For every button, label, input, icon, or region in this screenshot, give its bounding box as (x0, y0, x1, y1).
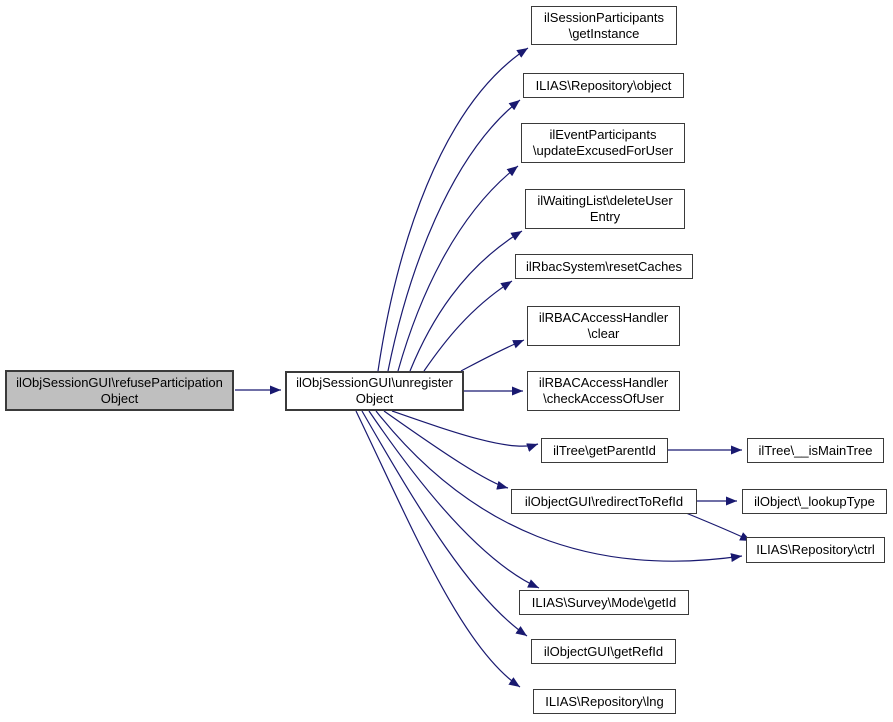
edge-unregister-to-survey-get-id (368, 410, 540, 589)
node-label: ilRBACAccessHandler (538, 375, 669, 390)
node-label: ilTree\getParentId (553, 442, 656, 458)
edge-unregister-to-update-excused (397, 165, 519, 372)
edge-unregister-to-redirect (383, 410, 509, 490)
node-update-excused-for-user[interactable]: ilEventParticipants \updateExcusedForUse… (521, 123, 685, 163)
node-lookup-type[interactable]: ilObject\_lookupType (742, 489, 887, 514)
node-repository-ctrl[interactable]: ILIAS\Repository\ctrl (746, 537, 885, 563)
node-session-participants-get-instance[interactable]: ilSessionParticipants \getInstance (531, 6, 677, 45)
edge-unregister-to-get-parent-id (391, 410, 539, 452)
node-label: \updateExcusedForUser (532, 143, 674, 158)
node-label: ilRBACAccessHandler (538, 310, 669, 325)
node-get-parent-id[interactable]: ilTree\getParentId (541, 438, 668, 463)
edge-unregister-to-repository-ctrl (375, 410, 743, 563)
node-label: ilObject\_lookupType (754, 493, 875, 509)
node-rbac-access-handler-clear[interactable]: ilRBACAccessHandler \clear (527, 306, 680, 346)
node-label: ilEventParticipants (549, 127, 657, 142)
node-label: Object (100, 390, 139, 406)
edge-unregister-to-repository-object (387, 99, 521, 372)
node-get-ref-id[interactable]: ilObjectGUI\getRefId (531, 639, 676, 664)
node-delete-user-entry[interactable]: ilWaitingList\deleteUser Entry (525, 189, 685, 229)
node-refuse-participation-object: ilObjSessionGUI\refuseParticipation Obje… (5, 370, 234, 411)
node-label: ILIAS\Repository\object (535, 77, 672, 93)
node-label: \clear (587, 326, 620, 341)
node-label: ilObjectGUI\redirectToRefId (524, 493, 684, 509)
edge-unregister-to-get-instance (377, 47, 529, 372)
node-label: ilSessionParticipants (544, 9, 664, 25)
node-label: ilWaitingList\deleteUser (537, 193, 673, 208)
edge-unregister-to-repository-lng (355, 410, 521, 688)
node-label: ilTree\__isMainTree (758, 442, 873, 458)
node-survey-mode-get-id[interactable]: ILIAS\Survey\Mode\getId (519, 590, 689, 615)
node-repository-lng[interactable]: ILIAS\Repository\lng (533, 689, 676, 714)
node-reset-caches[interactable]: ilRbacSystem\resetCaches (515, 254, 693, 279)
node-label: \getInstance (568, 25, 640, 41)
node-is-main-tree[interactable]: ilTree\__isMainTree (747, 438, 884, 463)
node-redirect-to-ref-id[interactable]: ilObjectGUI\redirectToRefId (511, 489, 697, 514)
node-label: ilObjSessionGUI\unregister (296, 375, 453, 390)
node-repository-object[interactable]: ILIAS\Repository\object (523, 73, 684, 98)
edge-unregister-to-reset-caches (423, 280, 513, 372)
edge-unregister-to-rbac-clear (460, 339, 525, 372)
node-label: Object (355, 391, 394, 406)
node-label: \checkAccessOfUser (543, 391, 664, 406)
node-label: ilRbacSystem\resetCaches (525, 258, 683, 274)
node-label: Entry (589, 209, 621, 224)
node-label: ILIAS\Repository\lng (545, 693, 664, 709)
edge-redirect-to-repository-ctrl (685, 512, 752, 542)
edge-unregister-to-delete-user-entry (409, 230, 523, 372)
edge-unregister-to-get-ref-id (361, 410, 528, 637)
node-unregister-object[interactable]: ilObjSessionGUI\unregister Object (285, 371, 464, 411)
node-label: ILIAS\Repository\ctrl (756, 542, 875, 557)
node-label: ILIAS\Survey\Mode\getId (531, 594, 677, 610)
node-check-access-of-user[interactable]: ilRBACAccessHandler \checkAccessOfUser (527, 371, 680, 411)
node-label: ilObjSessionGUI\refuseParticipation (16, 374, 223, 390)
node-label: ilObjectGUI\getRefId (543, 643, 664, 659)
